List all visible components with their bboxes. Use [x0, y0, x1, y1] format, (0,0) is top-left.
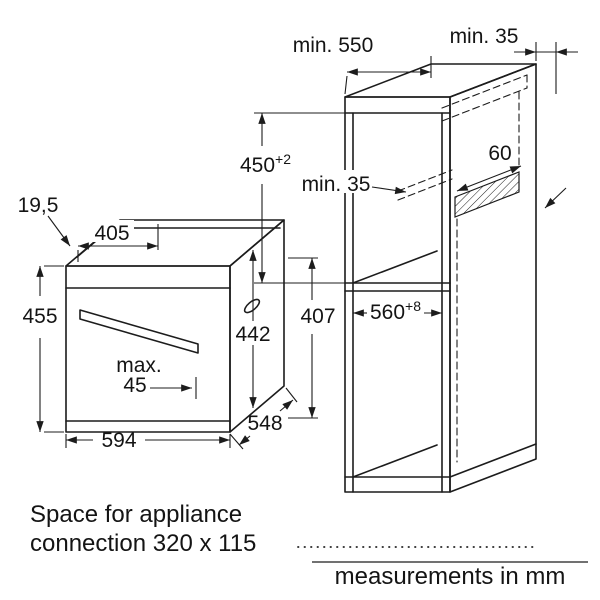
label-wall-gap-min: min. 35	[450, 25, 519, 48]
label-bg	[297, 170, 375, 193]
dimension-min-35-wall	[514, 42, 578, 94]
label-niche-width: 560+8	[370, 298, 421, 324]
oven-handle	[79, 309, 199, 354]
label-oven-width: 594	[101, 429, 136, 452]
dimension-oven-rear-height	[288, 257, 318, 419]
label-bg	[91, 220, 134, 242]
dimension-min-550	[344, 56, 432, 95]
dimension-oven-width	[65, 434, 231, 448]
cabinet-drawing	[344, 63, 537, 493]
label-top-depth: 405	[94, 222, 129, 245]
leader-rear-gap	[371, 186, 407, 195]
label-niche-height: 450+2	[240, 151, 291, 177]
dimension-handle-max	[150, 377, 197, 399]
oven-side-latch	[243, 298, 261, 314]
leader-door-offset	[47, 215, 71, 247]
dimension-oven-depth	[229, 387, 298, 450]
connection-note-line1: Space for appliance	[30, 501, 242, 528]
label-cabinet-depth-min: min. 550	[293, 34, 374, 57]
label-oven-height: 455	[22, 305, 57, 328]
airflow-arrow	[544, 187, 567, 209]
label-door-offset: 19,5	[18, 194, 59, 217]
label-oven-rear-height: 407	[300, 305, 335, 328]
dimension-oven-height	[36, 265, 64, 433]
connection-note-line2: connection 320 x 115	[30, 530, 256, 557]
dimension-top-depth	[77, 224, 159, 262]
niche-width-value: 560	[370, 301, 405, 324]
label-oven-depth: 548	[247, 412, 282, 435]
niche-width-tolerance: +8	[405, 298, 421, 314]
cabinet-hidden-edges	[397, 74, 528, 463]
label-vent-depth: 60	[488, 142, 511, 165]
label-handle-max: max.	[116, 354, 162, 377]
label-rear-gap-min: min. 35	[302, 173, 371, 196]
dimension-vent-depth	[456, 165, 522, 192]
niche-height-value: 450	[240, 154, 275, 177]
label-oven-body-height: 442	[235, 323, 270, 346]
niche-height-tolerance: +2	[275, 151, 291, 167]
dimension-niche-height	[254, 112, 345, 284]
label-handle-max-value: 45	[123, 374, 146, 397]
units-note: measurements in mm	[335, 563, 566, 590]
